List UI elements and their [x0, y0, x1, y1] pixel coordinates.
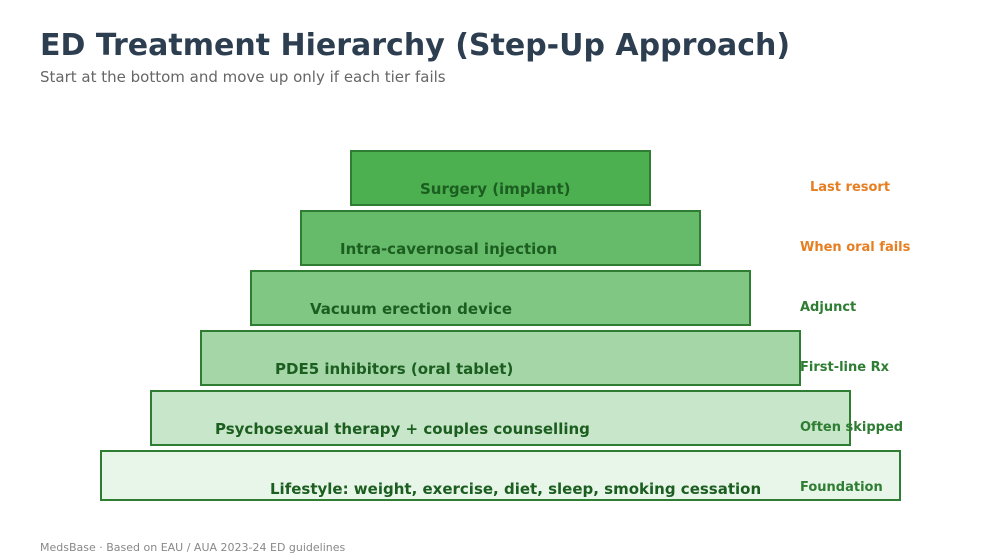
- tier-note-vacuum-device: Adjunct: [800, 300, 857, 315]
- tier-box-vacuum-device: [250, 270, 751, 326]
- tier-note-injection: When oral fails: [800, 240, 911, 255]
- tier-label-vacuum-device: Vacuum erection device: [310, 300, 513, 318]
- tier-label-lifestyle: Lifestyle: weight, exercise, diet, sleep…: [270, 480, 762, 498]
- tier-note-pde5: First-line Rx: [800, 360, 890, 375]
- tier-box-pde5: [200, 330, 801, 386]
- tier-box-injection: [300, 210, 701, 266]
- page-title: ED Treatment Hierarchy (Step-Up Approach…: [40, 28, 791, 63]
- tier-label-surgery: Surgery (implant): [420, 180, 571, 198]
- tier-note-lifestyle: Foundation: [800, 480, 883, 495]
- tier-box-lifestyle: [100, 450, 901, 501]
- page-subtitle: Start at the bottom and move up only if …: [40, 68, 446, 86]
- footer-source: MedsBase · Based on EAU / AUA 2023-24 ED…: [40, 541, 346, 554]
- tier-note-surgery: Last resort: [810, 180, 891, 195]
- tier-label-pde5: PDE5 inhibitors (oral tablet): [275, 360, 514, 378]
- tier-note-psychosexual-therapy: Often skipped: [800, 420, 904, 435]
- tier-label-psychosexual-therapy: Psychosexual therapy + couples counselli…: [215, 420, 590, 438]
- tier-label-injection: Intra-cavernosal injection: [340, 240, 558, 258]
- tier-box-psychosexual-therapy: [150, 390, 851, 446]
- tier-box-surgery: [350, 150, 651, 206]
